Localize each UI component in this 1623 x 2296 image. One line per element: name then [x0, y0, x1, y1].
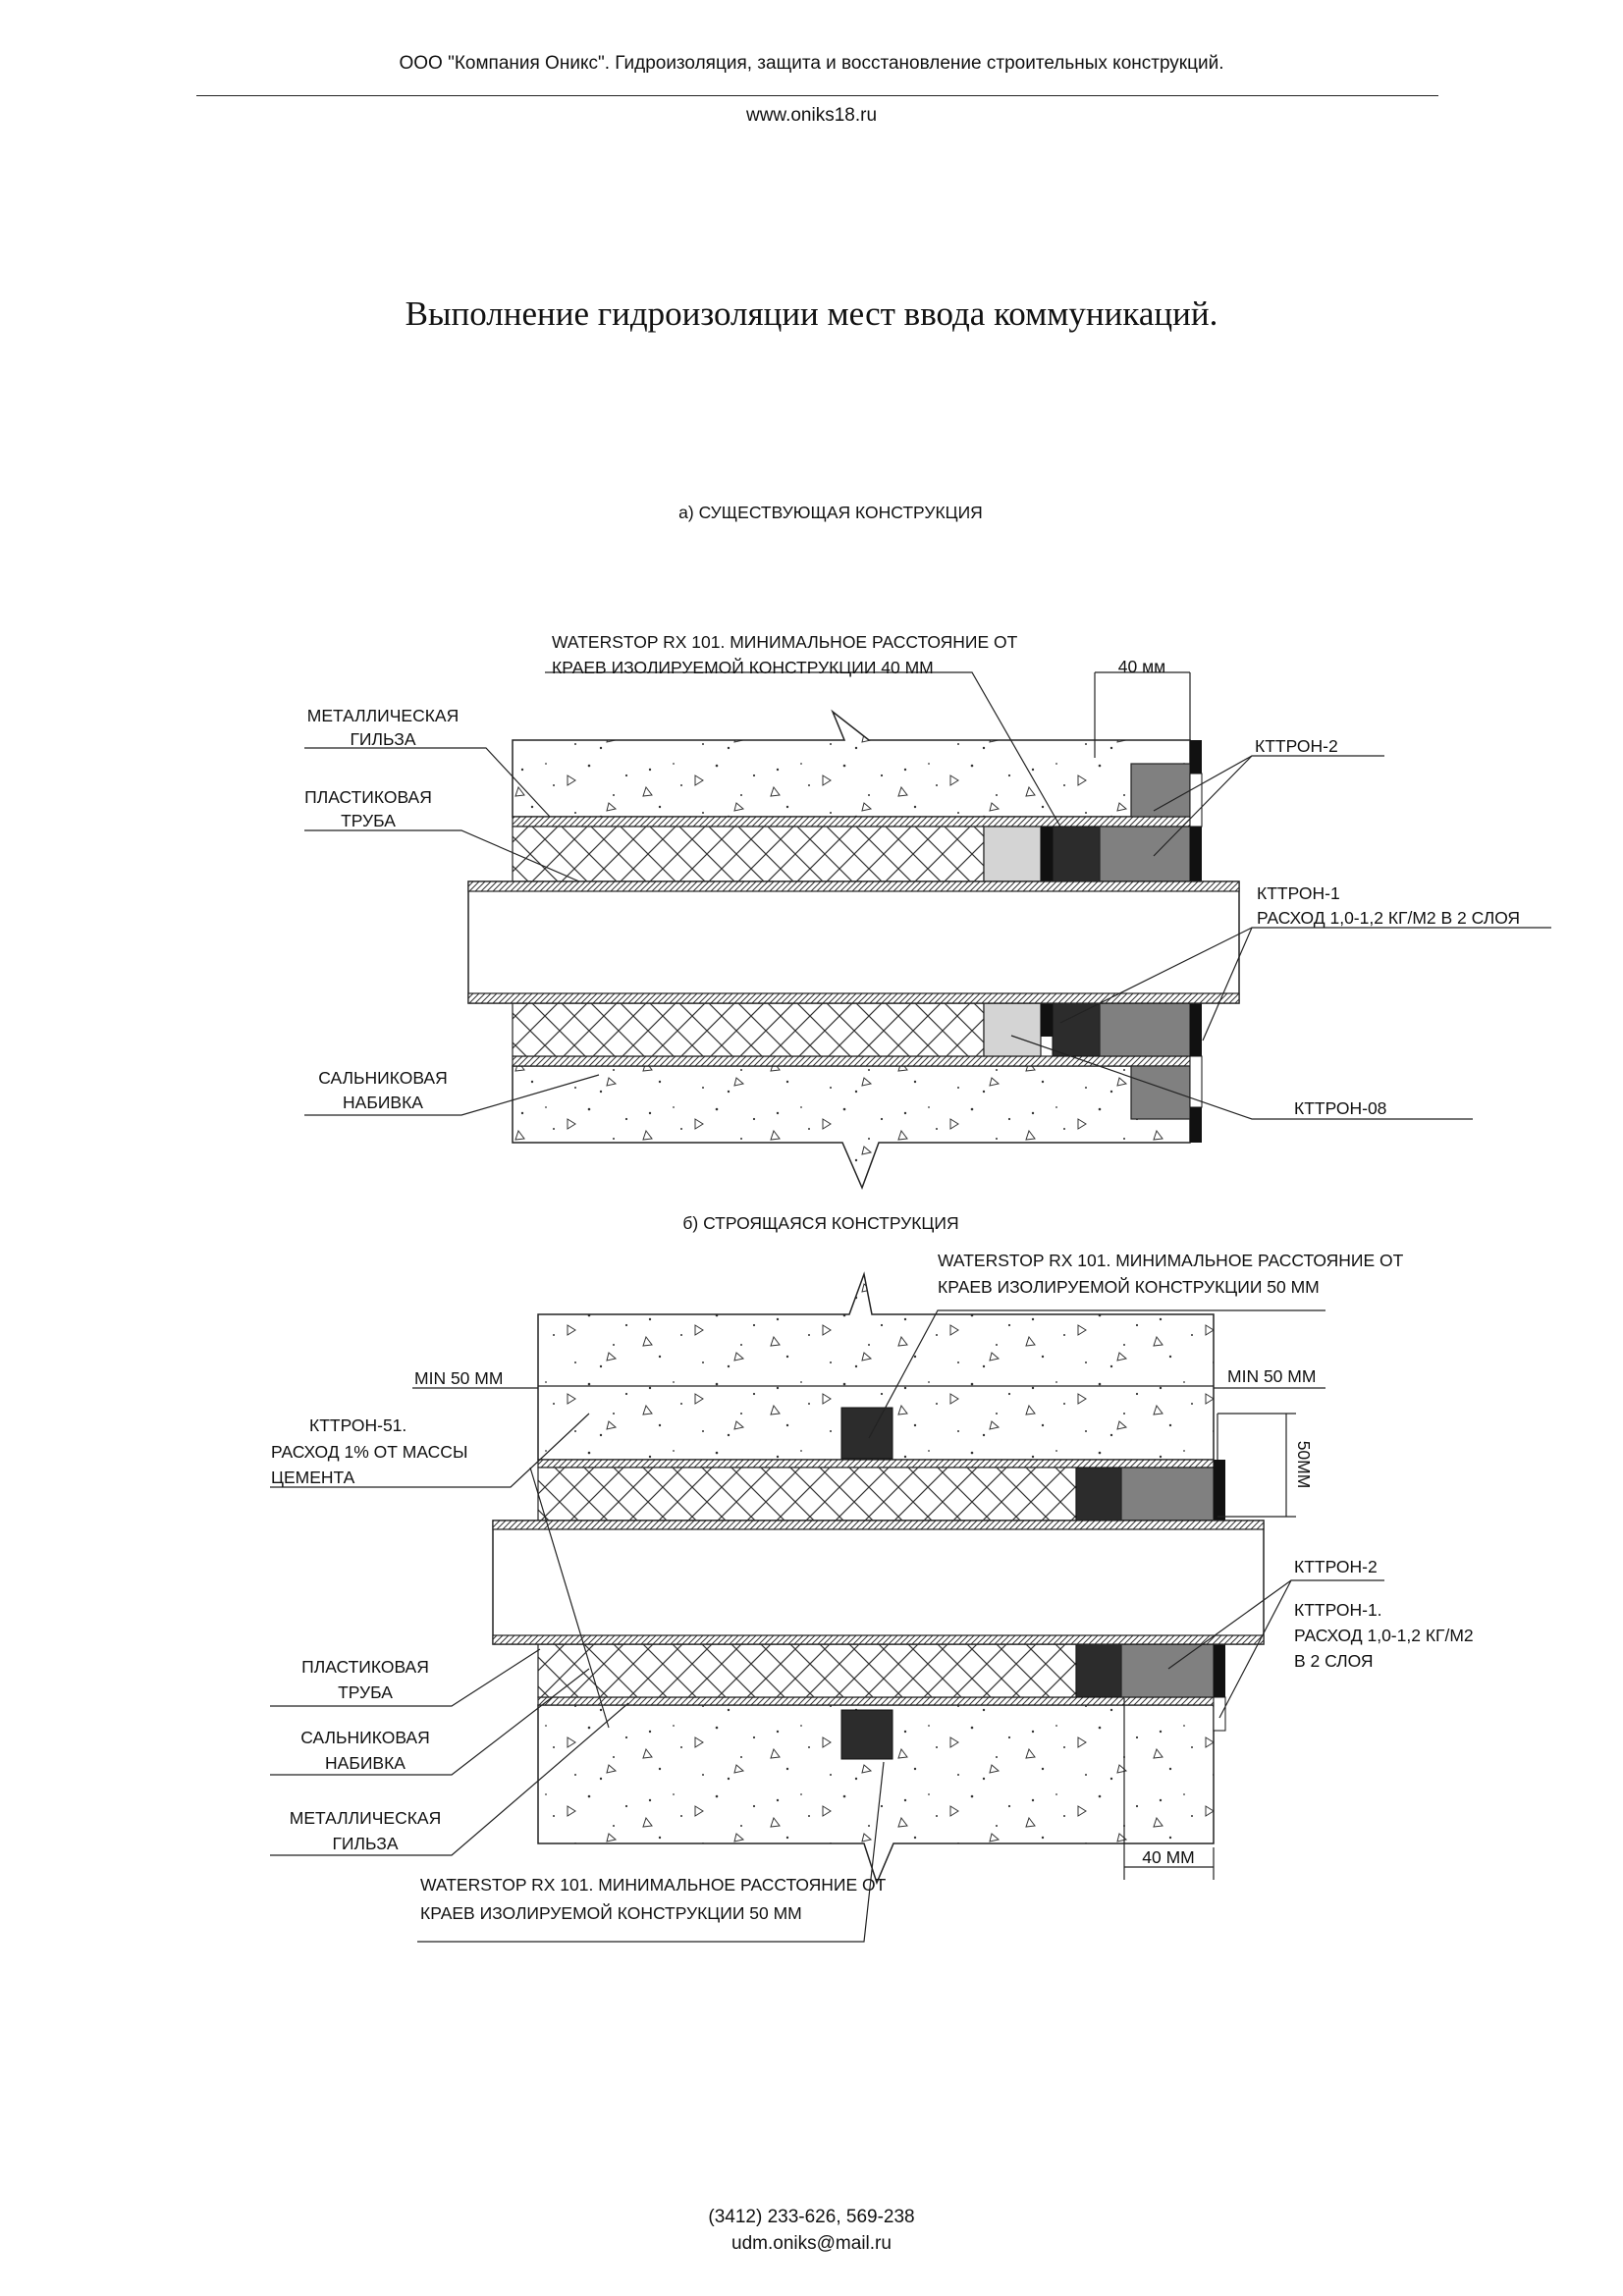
section-a-waterstop-label-2: КРАЕВ ИЗОЛИРУЕМОЙ КОНСТРУКЦИИ 40 ММ: [552, 657, 934, 677]
header-company: ООО "Компания Оникс". Гидроизоляция, защ…: [399, 53, 1224, 74]
section-b-structure: [492, 1271, 1265, 1886]
section-a-ktron1-label-1: КТТРОН-1: [1257, 883, 1340, 903]
section-a-plastic-pipe-label-2: ТРУБА: [341, 811, 396, 830]
section-b-waterstop-top-label-1: WATERSTOP RX 101. МИНИМАЛЬНОЕ РАССТОЯНИЕ…: [938, 1251, 1404, 1270]
section-b-gland-label-2: НАБИВКА: [325, 1753, 406, 1773]
section-b-gland-label-1: САЛЬНИКОВАЯ: [300, 1728, 430, 1747]
header-website: www.oniks18.ru: [745, 105, 878, 126]
section-a-gland-label-2: НАБИВКА: [343, 1093, 423, 1112]
section-a-ktron2-label: КТТРОН-2: [1255, 736, 1338, 756]
section-b-ktron2-label: КТТРОН-2: [1294, 1557, 1378, 1576]
section-b-waterstop-bottom-label-1: WATERSTOP RX 101. МИНИМАЛЬНОЕ РАССТОЯНИЕ…: [420, 1875, 887, 1895]
section-a-heading: а) СУЩЕСТВУЮЩАЯ КОНСТРУКЦИЯ: [678, 503, 983, 522]
section-b-min50-left: MIN 50 ММ: [414, 1368, 503, 1388]
section-a-waterstop-label-1: WATERSTOP RX 101. МИНИМАЛЬНОЕ РАССТОЯНИЕ…: [552, 632, 1018, 652]
footer-phone: (3412) 233-626, 569-238: [708, 2207, 915, 2227]
section-b-ktron1-label-3: В 2 СЛОЯ: [1294, 1651, 1374, 1671]
section-a-gland-label-1: САЛЬНИКОВАЯ: [318, 1068, 448, 1088]
section-a-metal-sleeve-label-1: МЕТАЛЛИЧЕСКАЯ: [307, 706, 459, 725]
section-a-structure: [467, 709, 1240, 1191]
section-b-dimension-40: 40 ММ: [1142, 1847, 1194, 1867]
page-title: Выполнение гидроизоляции мест ввода комм…: [405, 294, 1218, 333]
section-b-waterstop-bottom-label-2: КРАЕВ ИЗОЛИРУЕМОЙ КОНСТРУКЦИИ 50 ММ: [420, 1902, 802, 1923]
section-b-leaders: [270, 1309, 1384, 1943]
section-b-ktron51-label-3: ЦЕМЕНТА: [271, 1468, 355, 1487]
section-b-metal-sleeve-label-1: МЕТАЛЛИЧЕСКАЯ: [290, 1808, 441, 1828]
section-a-leaders: [304, 671, 1551, 1120]
section-a-plastic-pipe-label-1: ПЛАСТИКОВАЯ: [304, 787, 432, 807]
section-a-ktron1-label-2: РАСХОД 1,0-1,2 КГ/М2 В 2 СЛОЯ: [1257, 908, 1520, 928]
section-b-ktron1-label-2: РАСХОД 1,0-1,2 КГ/М2: [1294, 1626, 1474, 1645]
section-a-dimension-40: 40 мм: [1118, 657, 1165, 676]
section-b-ktron1-label-1: КТТРОН-1.: [1294, 1600, 1382, 1620]
footer-email: udm.oniks@mail.ru: [731, 2233, 892, 2254]
section-b-plastic-pipe-label-1: ПЛАСТИКОВАЯ: [301, 1657, 429, 1677]
section-b-min50-right: MIN 50 ММ: [1227, 1366, 1316, 1386]
section-a-ktron08-label: КТТРОН-08: [1294, 1098, 1386, 1118]
section-b-waterstop-top-label-2: КРАЕВ ИЗОЛИРУЕМОЙ КОНСТРУКЦИИ 50 ММ: [938, 1276, 1320, 1297]
section-b-metal-sleeve-label-2: ГИЛЬЗА: [332, 1834, 398, 1853]
section-b-dimension-50-vertical: 50ММ: [1294, 1441, 1314, 1489]
header-divider: [196, 95, 1438, 96]
section-b-ktron51-label-2: РАСХОД 1% ОТ МАССЫ: [271, 1442, 467, 1462]
section-b-heading: б) СТРОЯЩАЯСЯ КОНСТРУКЦИЯ: [682, 1213, 958, 1233]
section-a-metal-sleeve-label-2: ГИЛЬЗА: [350, 729, 415, 749]
section-b-ktron51-label-1: КТТРОН-51.: [309, 1415, 406, 1435]
section-b-plastic-pipe-label-2: ТРУБА: [338, 1682, 393, 1702]
